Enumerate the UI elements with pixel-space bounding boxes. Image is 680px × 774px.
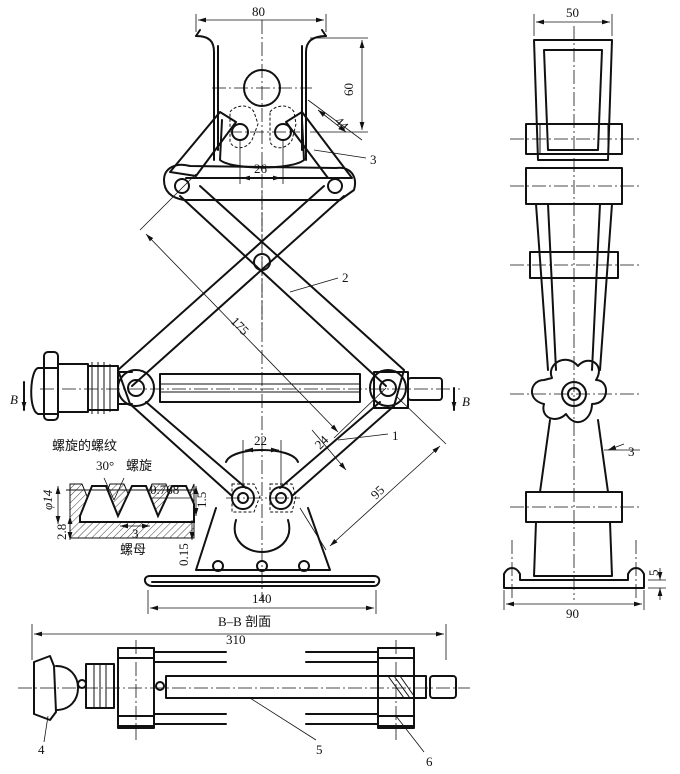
dim-gear-spacing-bottom: 22 — [254, 433, 267, 448]
part-label-5: 5 — [316, 742, 323, 757]
thread-detail: 螺旋的螺纹 30° 螺旋 φ14 0.768 1.5 2.8 3 螺母 0.15 — [40, 438, 209, 566]
scissor-arms-part-2 — [117, 185, 405, 387]
bottom-view: 310 4 5 6 — [18, 624, 470, 769]
section-markers: B B — [10, 381, 470, 411]
thread-width: 3 — [132, 526, 139, 541]
dim-overall-length: 310 — [226, 632, 246, 647]
dim-gear-spacing-top: 26 — [254, 161, 268, 176]
thread-title: 螺旋的螺纹 — [52, 438, 117, 454]
thread-pitch: 0.768 — [150, 482, 179, 497]
section-marker-right: B — [462, 394, 470, 409]
part-label-1: 1 — [392, 428, 399, 443]
side-view: 50 3 90 — [503, 5, 666, 621]
part-label-4: 4 — [38, 742, 45, 757]
section-marker-left: B — [10, 392, 18, 407]
thread-nut-label: 螺母 — [120, 543, 146, 558]
thread-clearance: 0.15 — [176, 543, 191, 566]
dim-side-top-width: 50 — [566, 5, 579, 20]
part-label-3: 3 — [370, 152, 377, 167]
section-caption: B–B 剖面 — [218, 614, 271, 629]
thread-height: 2.8 — [54, 524, 69, 540]
base — [144, 507, 381, 587]
dim-side-gap: 3 — [628, 444, 635, 459]
dim-lower-length: 95 — [368, 482, 388, 502]
top-link-part-3 — [163, 111, 356, 201]
thread-depth: 1.5 — [194, 492, 209, 508]
part-label-2: 2 — [342, 270, 349, 285]
dim-top-width: 80 — [252, 4, 265, 19]
dim-base-width: 140 — [252, 591, 272, 606]
dim-arm-length: 175 — [228, 314, 252, 338]
thread-screw-label: 螺旋 — [126, 459, 152, 474]
thread-diameter: φ14 — [40, 489, 55, 510]
left-handle — [30, 351, 133, 421]
dim-top-height: 60 — [341, 83, 356, 96]
top-saddle — [195, 29, 327, 161]
thread-angle: 30° — [96, 458, 114, 473]
dim-side-base-width: 90 — [566, 606, 579, 621]
part-label-6: 6 — [426, 754, 433, 769]
dim-side-base-height: 5 — [646, 570, 661, 577]
